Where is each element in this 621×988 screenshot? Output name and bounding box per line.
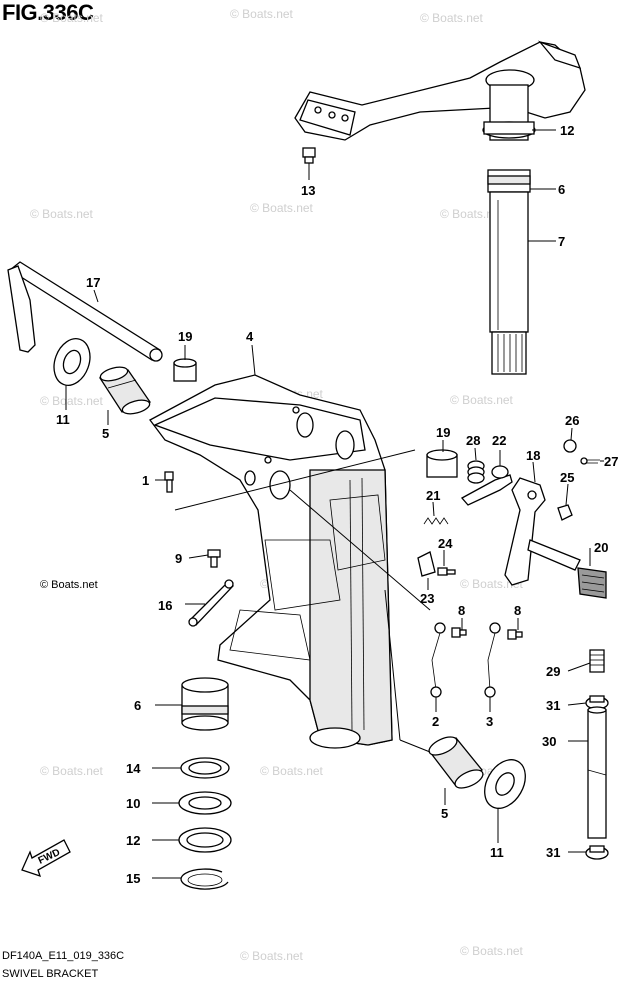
snap-ring xyxy=(180,868,229,890)
callout-4: 4 xyxy=(246,329,254,344)
callout-16: 16 xyxy=(158,598,172,613)
nut xyxy=(557,504,573,521)
watermark: © Boats.net xyxy=(460,944,524,958)
callout-18: 18 xyxy=(526,448,540,463)
callout-23: 23 xyxy=(420,591,434,606)
callout-15: 15 xyxy=(126,871,140,886)
callout-8: 8 xyxy=(458,603,465,618)
washer xyxy=(484,759,526,809)
ring xyxy=(178,827,232,853)
callout-6: 6 xyxy=(558,182,565,197)
callout-29: 29 xyxy=(546,664,560,679)
callout-26: 26 xyxy=(565,413,579,428)
callout-25: 25 xyxy=(560,470,574,485)
callout-30: 30 xyxy=(542,734,556,749)
bolt xyxy=(207,549,221,568)
tilt-rod xyxy=(7,261,163,362)
spring xyxy=(589,649,605,673)
callout-27: 27 xyxy=(604,454,618,469)
steering-arm xyxy=(294,40,586,141)
washer xyxy=(563,439,577,453)
cotter-pin xyxy=(580,457,600,465)
callout-19: 19 xyxy=(436,425,450,440)
tilt-lock-lever xyxy=(504,477,546,586)
bush xyxy=(173,358,197,382)
link-arm xyxy=(460,465,513,506)
plate xyxy=(417,551,436,577)
bolt xyxy=(507,629,523,640)
callout-21: 21 xyxy=(426,488,440,503)
callout-14: 14 xyxy=(126,761,141,776)
callout-1: 1 xyxy=(142,473,149,488)
callout-3: 3 xyxy=(486,714,493,729)
watermark: © Boats.net xyxy=(40,394,104,408)
bolt xyxy=(302,147,316,164)
bolt xyxy=(451,627,467,638)
figure-name: SWIVEL BRACKET xyxy=(2,968,99,980)
ring xyxy=(180,757,230,779)
watermark: © Boats.net xyxy=(250,201,314,215)
spring xyxy=(467,460,485,484)
watermark: © Boats.net xyxy=(450,393,514,407)
callout-24: 24 xyxy=(438,536,453,551)
figure-code: DF140A_E11_019_336C xyxy=(2,950,125,962)
screw xyxy=(437,567,456,576)
hose xyxy=(587,706,607,839)
watermark: © Boats.net xyxy=(440,207,504,221)
fwd-arrow: FWD xyxy=(21,839,71,878)
callout-10: 10 xyxy=(126,796,140,811)
figure-title: FIG.336C xyxy=(2,0,94,25)
callout-6: 6 xyxy=(134,698,141,713)
callout-5: 5 xyxy=(102,426,109,441)
callout-5: 5 xyxy=(441,806,448,821)
callout-20: 20 xyxy=(594,540,608,555)
watermarks: © Boats.net © Boats.net © Boats.net © Bo… xyxy=(30,7,524,963)
watermark: © Boats.net xyxy=(40,579,98,591)
ring xyxy=(178,791,232,815)
callout-2: 2 xyxy=(432,714,439,729)
bush xyxy=(98,366,152,415)
callout-11: 11 xyxy=(56,412,70,427)
callout-7: 7 xyxy=(558,234,565,249)
callout-17: 17 xyxy=(86,275,100,290)
bush xyxy=(181,677,229,731)
watermark: © Boats.net xyxy=(420,11,484,25)
watermark: © Boats.net xyxy=(460,577,524,591)
callout-22: 22 xyxy=(492,433,506,448)
swivel-bracket-body xyxy=(149,374,393,749)
watermark: © Boats.net xyxy=(240,949,304,963)
callout-9: 9 xyxy=(175,551,182,566)
spring xyxy=(423,517,449,525)
leader-lines xyxy=(65,129,604,879)
watermark: © Boats.net xyxy=(260,764,324,778)
watermark: © Boats.net xyxy=(40,764,104,778)
washer xyxy=(53,338,91,386)
callout-28: 28 xyxy=(466,433,480,448)
watermark: © Boats.net xyxy=(230,7,294,21)
clip xyxy=(188,579,234,627)
bush xyxy=(428,736,484,789)
handle xyxy=(527,539,607,599)
callout-31: 31 xyxy=(546,698,560,713)
callout-13: 13 xyxy=(301,183,315,198)
callout-31: 31 xyxy=(546,845,560,860)
clamp xyxy=(585,845,609,860)
lead-wire xyxy=(484,622,501,698)
callout-labels: 12 6 7 13 17 19 4 11 5 1 9 16 6 14 10 12… xyxy=(56,123,618,886)
callout-12: 12 xyxy=(126,833,140,848)
steering-shaft xyxy=(482,84,536,375)
bolt xyxy=(164,471,174,493)
bush xyxy=(426,449,458,478)
callout-12: 12 xyxy=(560,123,574,138)
callout-8: 8 xyxy=(514,603,521,618)
watermark: © Boats.net xyxy=(30,207,94,221)
watermark: © Boats.net xyxy=(40,11,104,25)
callout-11: 11 xyxy=(490,845,504,860)
lead-wire xyxy=(430,622,446,698)
callout-19: 19 xyxy=(178,329,192,344)
